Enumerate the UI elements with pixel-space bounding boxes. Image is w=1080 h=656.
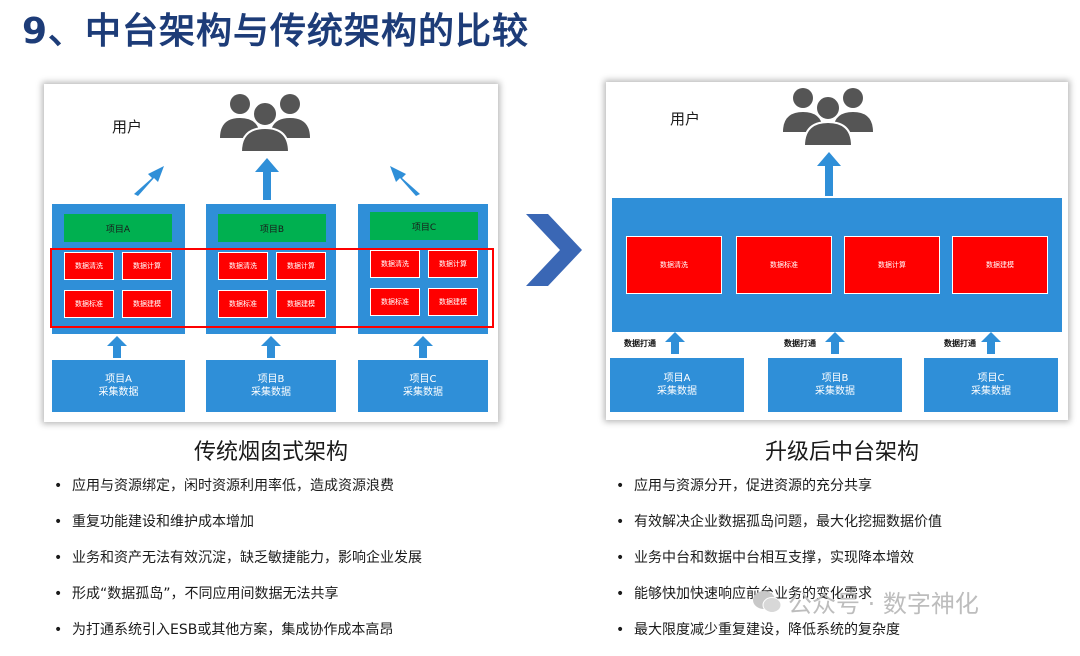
arrow-up-small-icon xyxy=(107,336,127,358)
traditional-caption: 传统烟囱式架构 xyxy=(194,440,349,465)
data-silo-highlight xyxy=(50,248,494,328)
cell-b-1: 数据清洗 xyxy=(218,252,268,280)
source-label: 项目C xyxy=(977,373,1005,384)
user-label: 用户 xyxy=(112,118,143,136)
middle-platform-caption: 升级后中台架构 xyxy=(765,440,920,465)
list-item: 业务和资产无法有效沉淀，缺乏敏捷能力，影响企业发展 xyxy=(54,548,422,584)
source-box-a: 项目A 采集数据 xyxy=(52,360,185,412)
cell-a-2: 数据计算 xyxy=(122,252,172,280)
cell-b-3: 数据标准 xyxy=(218,290,268,318)
source-box-c: 项目C 采集数据 xyxy=(358,360,488,412)
page-title: 9、中台架构与传统架构的比较 xyxy=(22,11,530,52)
source-box-c: 项目C 采集数据 xyxy=(924,358,1058,412)
watermark-text: 公众号 · 数字神化 xyxy=(788,590,979,618)
chevron-right-icon xyxy=(526,214,582,286)
platform-cell-1: 数据清洗 xyxy=(626,236,722,294)
list-item: 最大限度减少重复建设，降低系统的复杂度 xyxy=(616,620,942,656)
wechat-icon xyxy=(753,590,782,613)
cell-b-2: 数据计算 xyxy=(276,252,326,280)
arrow-up-icon xyxy=(255,158,279,200)
list-item: 有效解决企业数据孤岛问题，最大化挖掘数据价值 xyxy=(616,512,942,548)
arrow-up-small-icon xyxy=(413,336,433,358)
cell-c-2: 数据计算 xyxy=(428,250,478,278)
list-item: 重复功能建设和维护成本增加 xyxy=(54,512,422,548)
source-sublabel: 采集数据 xyxy=(403,387,443,398)
users-icon xyxy=(783,88,873,147)
source-sublabel: 采集数据 xyxy=(657,386,697,397)
middle-platform-architecture-panel: 用户 数据清洗 数据标准 数据计算 数据建模 数据打通 数据打通 数据打通 项目… xyxy=(606,82,1068,420)
connector-label: 数据打通 xyxy=(624,339,656,348)
cell-a-4: 数据建模 xyxy=(122,290,172,318)
traditional-drawbacks-list: 应用与资源绑定，闲时资源利用率低，造成资源浪费 重复功能建设和维护成本增加 业务… xyxy=(54,476,422,656)
list-item: 应用与资源绑定，闲时资源利用率低，造成资源浪费 xyxy=(54,476,422,512)
platform-cell-4: 数据建模 xyxy=(952,236,1048,294)
source-label: 项目C xyxy=(409,374,437,385)
cell-c-4: 数据建模 xyxy=(428,288,478,316)
platform-cell-3: 数据计算 xyxy=(844,236,940,294)
arrow-up-small-icon xyxy=(981,332,1001,354)
cell-a-3: 数据标准 xyxy=(64,290,114,318)
project-b-header: 项目B xyxy=(218,214,326,242)
source-box-b: 项目B 采集数据 xyxy=(206,360,336,412)
list-item: 为打通系统引入ESB或其他方案，集成协作成本高昂 xyxy=(54,620,422,656)
source-label: 项目B xyxy=(257,374,285,385)
cell-c-1: 数据清洗 xyxy=(370,250,420,278)
list-item: 形成“数据孤岛”，不同应用间数据无法共享 xyxy=(54,584,422,620)
source-sublabel: 采集数据 xyxy=(251,387,291,398)
arrow-up-small-icon xyxy=(665,332,685,354)
connector-label: 数据打通 xyxy=(784,339,816,348)
list-item: 应用与资源分开，促进资源的充分共享 xyxy=(616,476,942,512)
users-icon xyxy=(220,94,310,153)
middle-platform-benefits-list: 应用与资源分开，促进资源的充分共享 有效解决企业数据孤岛问题，最大化挖掘数据价值… xyxy=(616,476,942,656)
arrow-up-small-icon xyxy=(825,332,845,354)
project-c-header: 项目C xyxy=(370,212,478,240)
source-box-a: 项目A 采集数据 xyxy=(610,358,744,412)
source-sublabel: 采集数据 xyxy=(815,386,855,397)
cell-c-3: 数据标准 xyxy=(370,288,420,316)
arrow-up-small-icon xyxy=(261,336,281,358)
source-label: 项目B xyxy=(821,373,849,384)
connector-label: 数据打通 xyxy=(944,339,976,348)
cell-a-1: 数据清洗 xyxy=(64,252,114,280)
user-label: 用户 xyxy=(670,110,701,128)
platform-cell-2: 数据标准 xyxy=(736,236,832,294)
source-sublabel: 采集数据 xyxy=(98,387,139,398)
arrow-up-left-icon xyxy=(390,166,420,196)
list-item: 业务中台和数据中台相互支撑，实现降本增效 xyxy=(616,548,942,584)
source-box-b: 项目B 采集数据 xyxy=(768,358,902,412)
source-sublabel: 采集数据 xyxy=(971,386,1011,397)
source-label: 项目A xyxy=(105,374,132,385)
watermark: 公众号 · 数字神化 xyxy=(752,584,979,619)
list-item: 能够快加快速响应前台业务的变化需求 xyxy=(616,584,942,620)
arrow-up-right-icon xyxy=(134,166,164,196)
arrow-up-icon xyxy=(817,152,841,196)
traditional-architecture-panel: 用户 项目A 数据清洗 数据计算 数据标准 数据建模 项目B 数据清洗 数据计算… xyxy=(44,84,498,422)
source-label: 项目A xyxy=(663,373,691,384)
cell-b-4: 数据建模 xyxy=(276,290,326,318)
project-a-header: 项目A xyxy=(64,214,172,242)
